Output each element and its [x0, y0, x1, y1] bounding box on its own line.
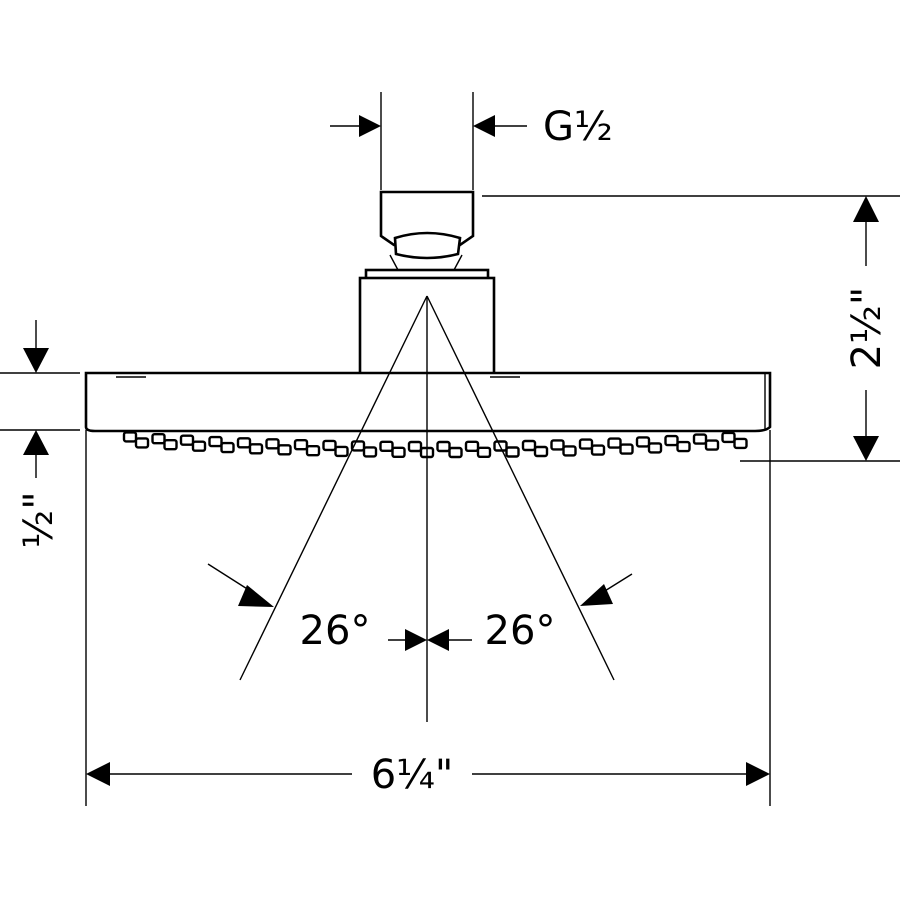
spray-nozzle	[208, 435, 223, 448]
width-dimension: 6¼"	[85, 430, 771, 806]
spray-nozzle	[692, 433, 708, 445]
spray-nozzle	[521, 439, 537, 452]
spray-nozzle	[122, 431, 138, 443]
spray-nozzle	[334, 445, 349, 458]
spray-nozzle	[647, 442, 663, 454]
thread-label: G½	[543, 104, 613, 150]
spray-nozzle	[379, 440, 394, 452]
spray-nozzle	[578, 438, 594, 450]
spray-nozzle	[619, 443, 634, 455]
spray-nozzle	[362, 446, 378, 458]
spray-nozzle	[607, 437, 622, 449]
spray-nozzle	[305, 445, 321, 457]
width-label: 6¼"	[371, 752, 454, 798]
spray-nozzle	[664, 434, 679, 447]
spray-nozzle	[151, 433, 166, 445]
spray-nozzle	[277, 444, 292, 456]
spray-nozzle	[391, 446, 406, 458]
spray-nozzle	[293, 439, 309, 451]
thread-dimension: G½	[330, 92, 613, 190]
spray-nozzle	[635, 436, 651, 448]
spray-nozzle	[533, 445, 549, 458]
spray-nozzle	[562, 445, 577, 457]
angle-dimension-left: 26°	[207, 563, 427, 654]
spray-nozzle	[134, 437, 150, 449]
spray-nozzle	[163, 439, 178, 451]
angle-dimension-right: 26°	[427, 573, 633, 654]
connector-fitting	[364, 190, 490, 282]
spray-nozzle	[448, 446, 463, 459]
spray-nozzle	[322, 439, 337, 452]
spray-nozzle	[590, 444, 606, 456]
spray-nozzle	[733, 437, 748, 450]
spray-nozzle	[265, 438, 280, 450]
spray-nozzle	[191, 440, 207, 452]
plate-thickness-label: ½"	[16, 491, 62, 548]
shower-plate	[84, 371, 772, 433]
plate-thickness-dimension: ½"	[0, 320, 80, 549]
height-dimension: 2½"	[482, 195, 900, 462]
spray-nozzle	[505, 446, 520, 458]
spray-nozzle	[236, 437, 252, 449]
spray-nozzle	[476, 446, 492, 458]
spray-nozzle	[407, 440, 423, 453]
spray-nozzle	[704, 439, 720, 451]
spray-nozzle-row	[122, 431, 748, 459]
spray-nozzle	[464, 440, 480, 452]
spray-nozzle	[220, 441, 235, 454]
height-label: 2½"	[844, 287, 890, 370]
angle-left-label: 26°	[300, 608, 371, 654]
spray-nozzle	[436, 440, 451, 453]
spray-nozzle	[676, 440, 691, 453]
spray-nozzle	[550, 439, 565, 451]
spray-nozzle	[179, 434, 195, 446]
spray-cone	[239, 295, 615, 722]
spray-nozzle	[721, 431, 736, 444]
angle-right-label: 26°	[485, 608, 556, 654]
spray-nozzle	[248, 443, 264, 455]
